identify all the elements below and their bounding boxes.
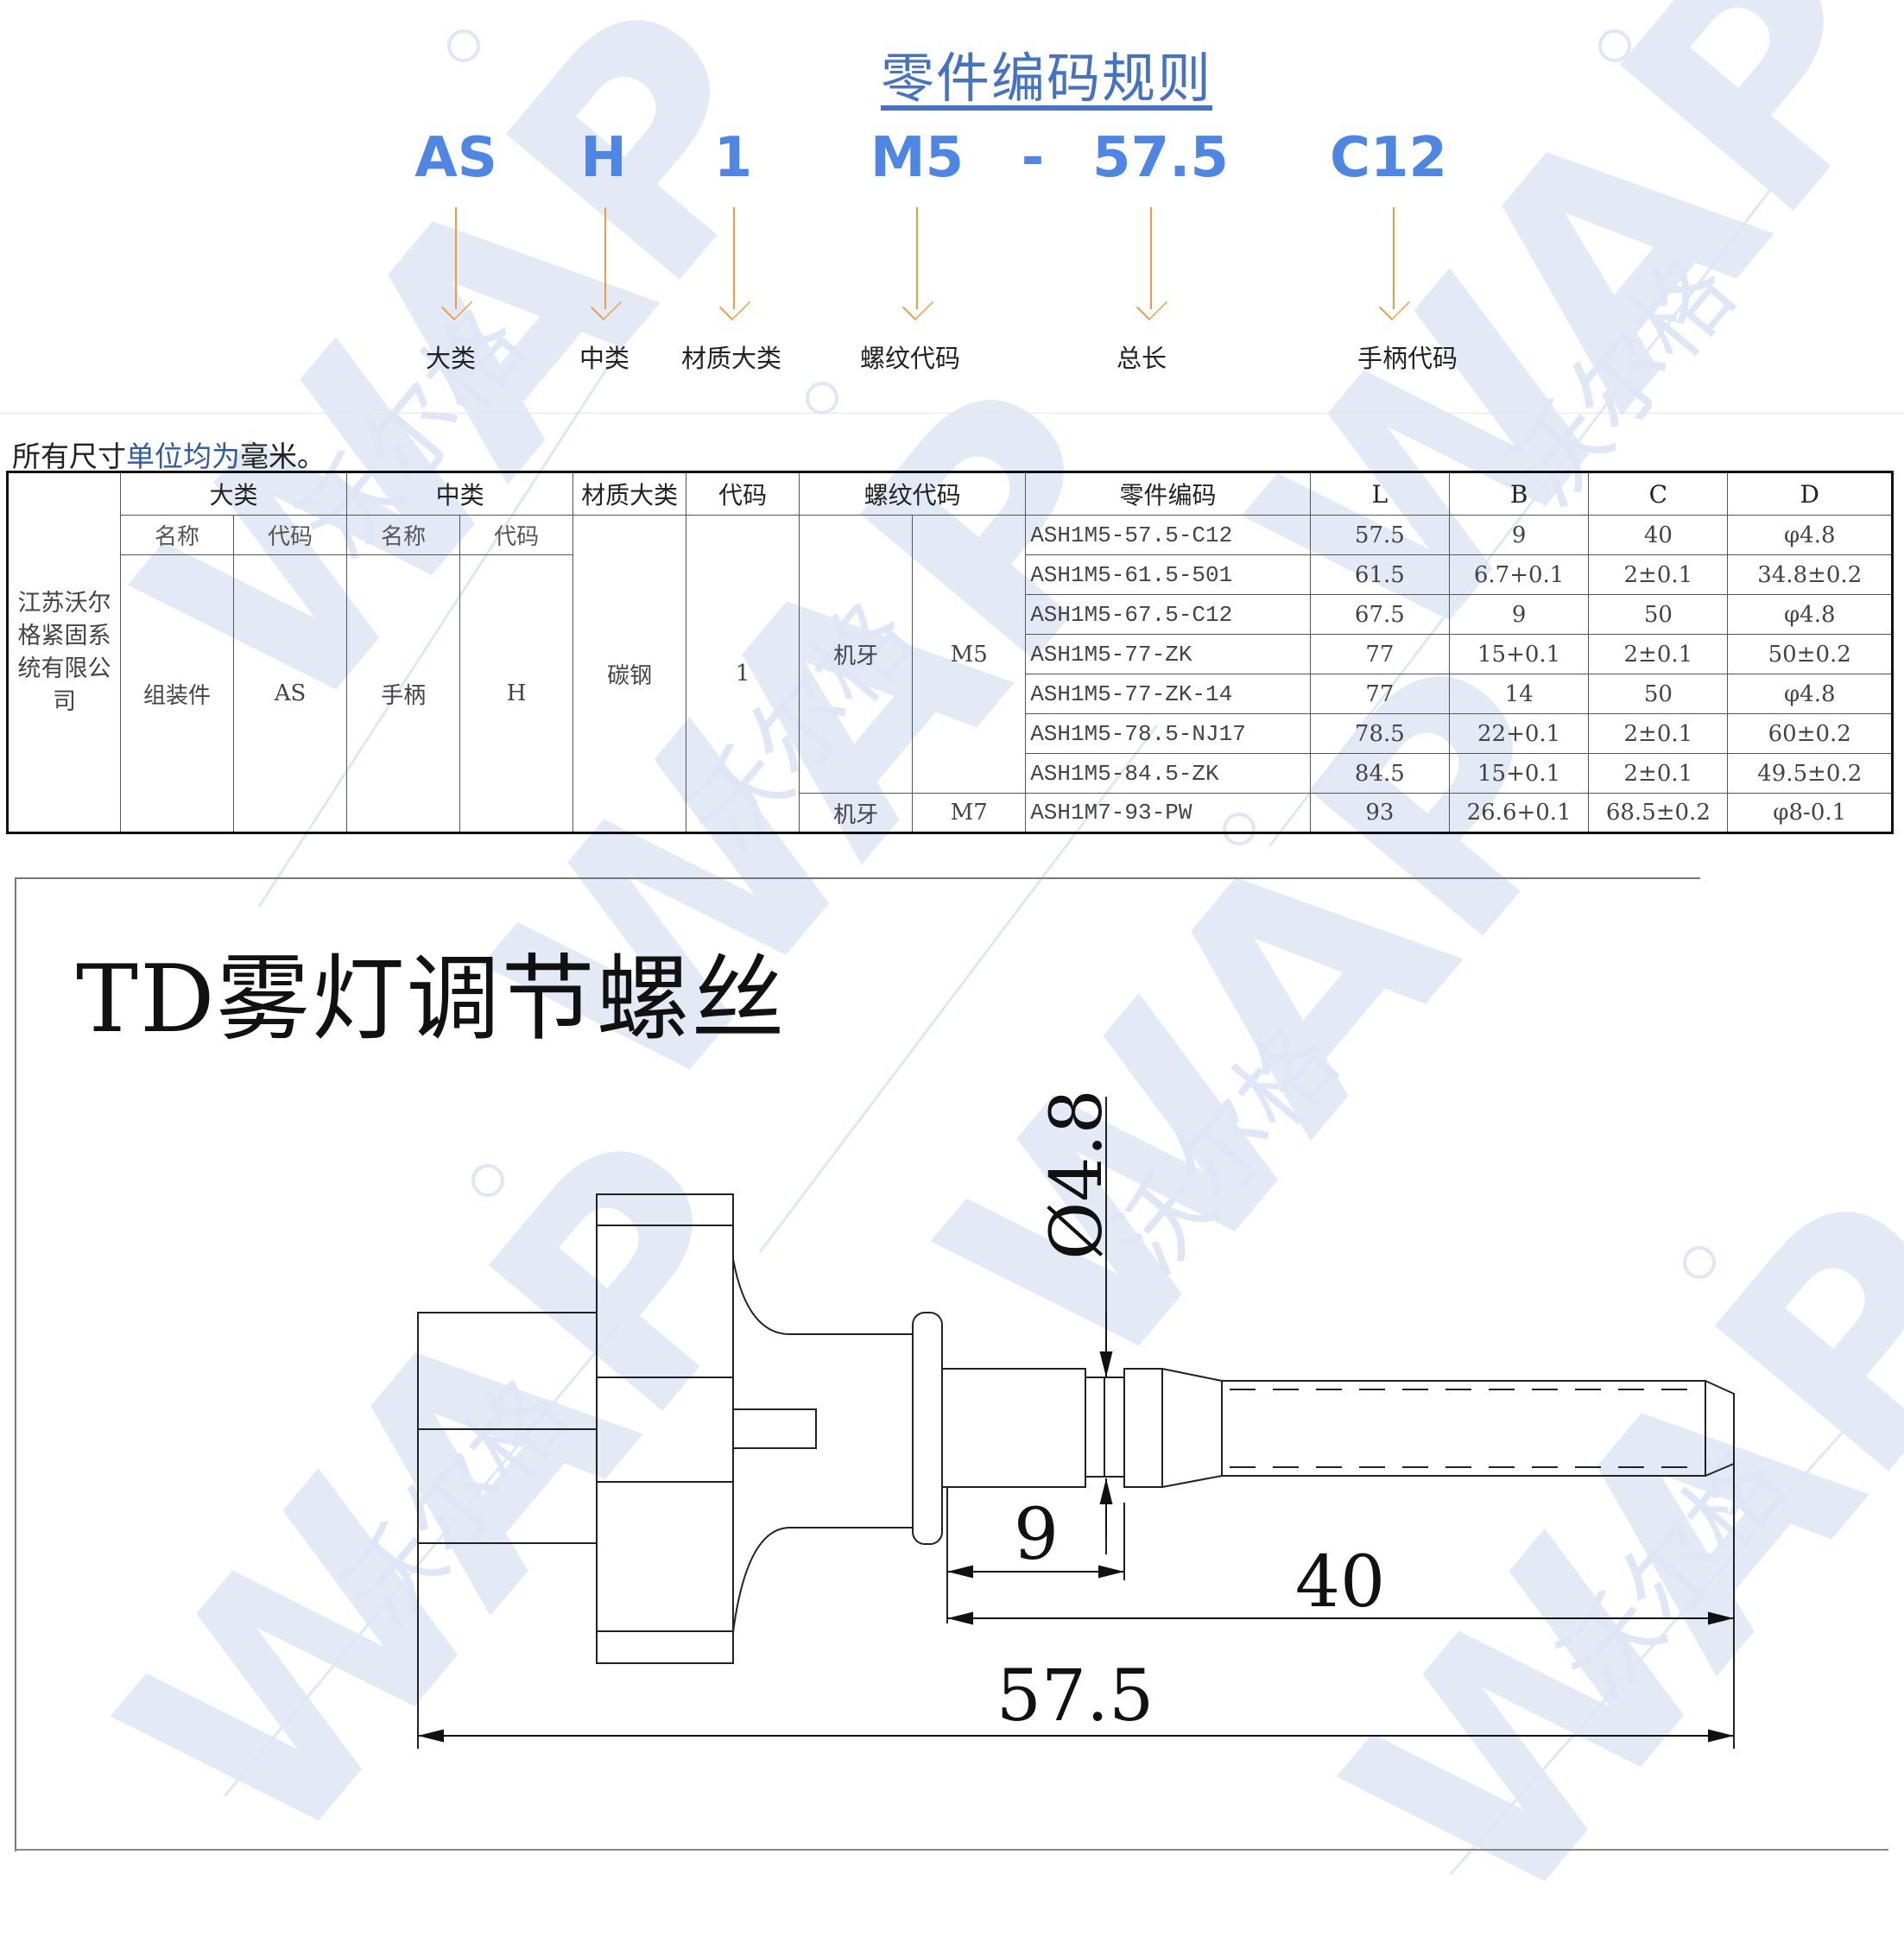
- label-length: 总长: [1116, 344, 1167, 373]
- star-knob: [596, 1193, 734, 1664]
- header-code: 代码: [686, 472, 800, 516]
- value-D: 49.5±0.2: [1727, 753, 1893, 794]
- material-name: 碳钢: [572, 515, 687, 833]
- coding-rule-title: 零件编码规则: [881, 47, 1213, 110]
- value-B: 6.7+0.1: [1448, 554, 1590, 595]
- header-part-code: 零件编码: [1025, 472, 1311, 516]
- table-row: ASH1M5-67.5-C12 67.5 9 50 φ4.8: [8, 594, 1893, 635]
- thread-type-m7: 机牙: [799, 793, 914, 833]
- company-name: 江苏沃尔格紧固系统有限公司: [6, 472, 122, 833]
- value-L: 61.5: [1309, 554, 1450, 595]
- code-segment-handle: C12: [1329, 126, 1448, 190]
- header-L: L: [1309, 472, 1450, 516]
- code-segment-separator: -: [1021, 126, 1045, 190]
- label-thread: 螺纹代码: [859, 344, 961, 373]
- table-row: 机牙 M7 ASH1M7-93-PW 93 26.6+0.1 68.5±0.2 …: [8, 793, 1893, 833]
- code-segment-material: 1: [713, 126, 753, 190]
- category-code: AS: [233, 554, 348, 833]
- dim-diameter: Ø4.8: [1036, 1089, 1118, 1260]
- label-material: 材质大类: [680, 344, 782, 373]
- hub-body: [417, 1312, 598, 1544]
- drawing-frame-bottom: [15, 1849, 1888, 1851]
- down-arrow-icon: [916, 207, 918, 309]
- units-note: 所有尺寸单位均为毫米。: [12, 434, 326, 475]
- value-C: 40: [1588, 515, 1729, 555]
- value-B: 9: [1448, 594, 1590, 635]
- category-name: 组装件: [120, 554, 235, 833]
- part-code: ASH1M5-77-ZK-14: [1025, 674, 1311, 714]
- thread-code-m5: M5: [912, 515, 1027, 794]
- value-C: 2±0.1: [1588, 554, 1729, 595]
- label-handle: 手柄代码: [1357, 344, 1458, 373]
- down-arrow-icon: [1150, 207, 1152, 309]
- value-B: 22+0.1: [1448, 713, 1590, 754]
- down-arrow-icon: [1393, 207, 1395, 309]
- dim-groove: 9: [1014, 1494, 1059, 1576]
- thread-code-m7: M7: [912, 793, 1027, 833]
- header-subcategory-name: 名称: [346, 515, 461, 555]
- down-arrow-icon: [604, 207, 606, 309]
- header-C: C: [1588, 472, 1729, 516]
- header-subcategory: 中类: [346, 472, 574, 516]
- value-D: 50±0.2: [1727, 634, 1893, 674]
- header-category-code: 代码: [233, 515, 348, 555]
- code-segment-subcategory: H: [580, 126, 627, 190]
- value-L: 67.5: [1309, 594, 1450, 635]
- drawing-frame: [15, 877, 1700, 1851]
- value-D: φ4.8: [1727, 515, 1893, 555]
- collar: [912, 1312, 943, 1545]
- header-material: 材质大类: [572, 472, 687, 516]
- header-category: 大类: [120, 472, 348, 516]
- value-L: 84.5: [1309, 753, 1450, 794]
- value-L: 78.5: [1309, 713, 1450, 754]
- part-spec-table: 江苏沃尔格紧固系统有限公司 大类 中类 材质大类 代码 螺纹代码 零件编码 L …: [6, 471, 1894, 834]
- value-L: 93: [1309, 793, 1450, 833]
- dim-total-length: 57.5: [996, 1655, 1154, 1737]
- down-arrow-icon: [733, 207, 735, 309]
- value-C: 2±0.1: [1588, 634, 1729, 674]
- down-arrow-icon: [455, 207, 457, 309]
- subcategory-name: 手柄: [346, 554, 461, 833]
- value-L: 77: [1309, 634, 1450, 674]
- drawing-title: TD雾灯调节螺丝: [76, 946, 787, 1054]
- part-code: ASH1M5-84.5-ZK: [1025, 753, 1311, 794]
- value-C: 50: [1588, 674, 1729, 714]
- header-thread: 螺纹代码: [799, 472, 1027, 516]
- part-code: ASH1M5-61.5-501: [1025, 554, 1311, 595]
- dim-thread-length: 40: [1295, 1541, 1385, 1623]
- label-category: 大类: [425, 344, 477, 373]
- units-note-highlight: 单位均为: [126, 440, 240, 473]
- table-row: ASH1M5-78.5-NJ17 78.5 22+0.1 2±0.1 60±0.…: [8, 713, 1893, 754]
- value-C: 68.5±0.2: [1588, 793, 1729, 833]
- part-code: ASH1M7-93-PW: [1025, 793, 1311, 833]
- value-B: 14: [1448, 674, 1590, 714]
- label-subcategory: 中类: [579, 344, 630, 373]
- table-row: ASH1M5-77-ZK 77 15+0.1 2±0.1 50±0.2: [8, 634, 1893, 674]
- value-B: 26.6+0.1: [1448, 793, 1590, 833]
- table-row: ASH1M5-84.5-ZK 84.5 15+0.1 2±0.1 49.5±0.…: [8, 753, 1893, 794]
- material-code: 1: [686, 515, 800, 833]
- value-D: φ4.8: [1727, 594, 1893, 635]
- thread-type-m5: 机牙: [799, 515, 914, 794]
- header-category-name: 名称: [120, 515, 235, 555]
- header-subcategory-code: 代码: [459, 515, 574, 555]
- subcategory-code: H: [459, 554, 574, 833]
- units-note-prefix: 所有尺寸: [12, 440, 126, 473]
- value-C: 2±0.1: [1588, 713, 1729, 754]
- table-row: ASH1M5-77-ZK-14 77 14 50 φ4.8: [8, 674, 1893, 714]
- part-code: ASH1M5-77-ZK: [1025, 634, 1311, 674]
- code-segment-length: 57.5: [1092, 126, 1229, 190]
- value-D: φ4.8: [1727, 674, 1893, 714]
- value-D: 60±0.2: [1727, 713, 1893, 754]
- section-divider: [0, 413, 1904, 414]
- value-L: 77: [1309, 674, 1450, 714]
- units-note-suffix: 毫米。: [240, 440, 326, 473]
- value-B: 15+0.1: [1448, 634, 1590, 674]
- code-segment-category: AS: [414, 126, 497, 190]
- value-D: φ8-0.1: [1727, 793, 1893, 833]
- code-segment-thread: M5: [870, 126, 965, 190]
- header-D: D: [1727, 472, 1893, 516]
